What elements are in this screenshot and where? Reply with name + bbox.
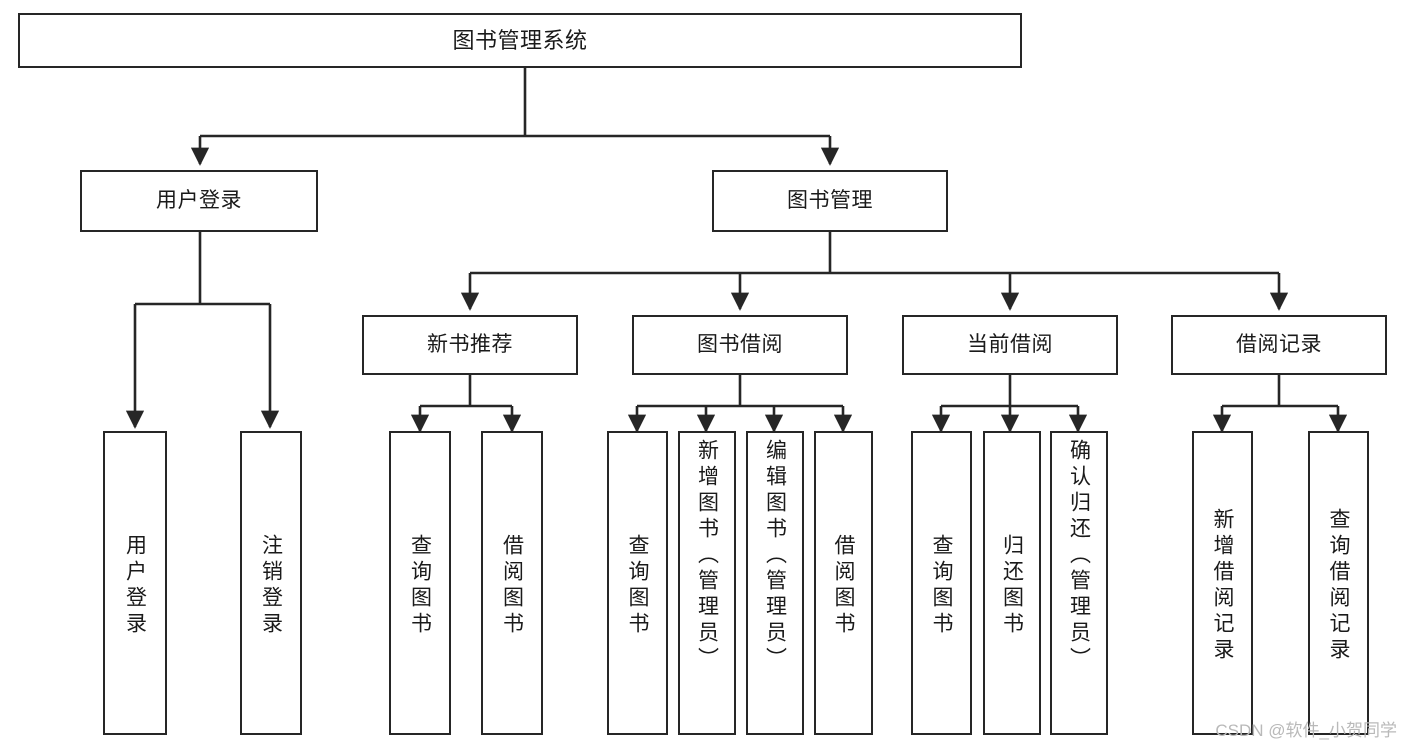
node-user-login[interactable]: 用户登录 [80, 170, 318, 232]
leaf-return-book[interactable]: 归还图书 [983, 431, 1041, 735]
node-label: 归还图书 [1000, 534, 1024, 638]
node-label: 新增借阅记录 [1211, 508, 1234, 664]
node-book-management[interactable]: 图书管理 [712, 170, 948, 232]
node-label: 新增图书（管理员） [695, 439, 719, 673]
node-label: 新书推荐 [427, 332, 513, 356]
node-book-borrow[interactable]: 图书借阅 [632, 315, 848, 375]
node-label: 确认归还（管理员） [1067, 439, 1091, 673]
leaf-borrow-book-recommend[interactable]: 借阅图书 [481, 431, 543, 735]
node-current-borrow[interactable]: 当前借阅 [902, 315, 1118, 375]
leaf-user-login[interactable]: 用户登录 [103, 431, 167, 735]
node-label: 注销登录 [259, 534, 283, 638]
leaf-query-borrow-record[interactable]: 查询借阅记录 [1308, 431, 1369, 735]
node-label: 当前借阅 [967, 332, 1053, 356]
leaf-user-logout[interactable]: 注销登录 [240, 431, 302, 735]
node-label: 编辑图书（管理员） [763, 439, 787, 673]
node-label: 用户登录 [123, 534, 147, 638]
node-label: 图书管理系统 [452, 27, 588, 53]
node-new-book-recommend[interactable]: 新书推荐 [362, 315, 578, 375]
leaf-edit-book-admin[interactable]: 编辑图书（管理员） [746, 431, 804, 735]
node-label: 用户登录 [156, 188, 242, 212]
node-borrow-record[interactable]: 借阅记录 [1171, 315, 1387, 375]
node-root-book-management-system[interactable]: 图书管理系统 [18, 13, 1022, 68]
node-label: 查询图书 [408, 534, 432, 638]
node-label: 借阅记录 [1236, 332, 1322, 356]
leaf-confirm-return-admin[interactable]: 确认归还（管理员） [1050, 431, 1108, 735]
leaf-query-book-borrow[interactable]: 查询图书 [607, 431, 668, 735]
node-label: 借阅图书 [832, 534, 855, 638]
watermark-text: CSDN @软件_小贺同学 [1215, 721, 1397, 740]
node-label: 查询借阅记录 [1327, 508, 1350, 664]
node-label: 图书管理 [787, 188, 873, 212]
leaf-query-book-recommend[interactable]: 查询图书 [389, 431, 451, 735]
leaf-borrow-book-borrow[interactable]: 借阅图书 [814, 431, 873, 735]
leaf-query-book-current[interactable]: 查询图书 [911, 431, 972, 735]
node-label: 查询图书 [626, 534, 649, 638]
leaf-add-borrow-record[interactable]: 新增借阅记录 [1192, 431, 1253, 735]
node-label: 查询图书 [930, 534, 953, 638]
leaf-add-book-admin[interactable]: 新增图书（管理员） [678, 431, 736, 735]
node-label: 借阅图书 [500, 534, 524, 638]
node-label: 图书借阅 [697, 332, 783, 356]
